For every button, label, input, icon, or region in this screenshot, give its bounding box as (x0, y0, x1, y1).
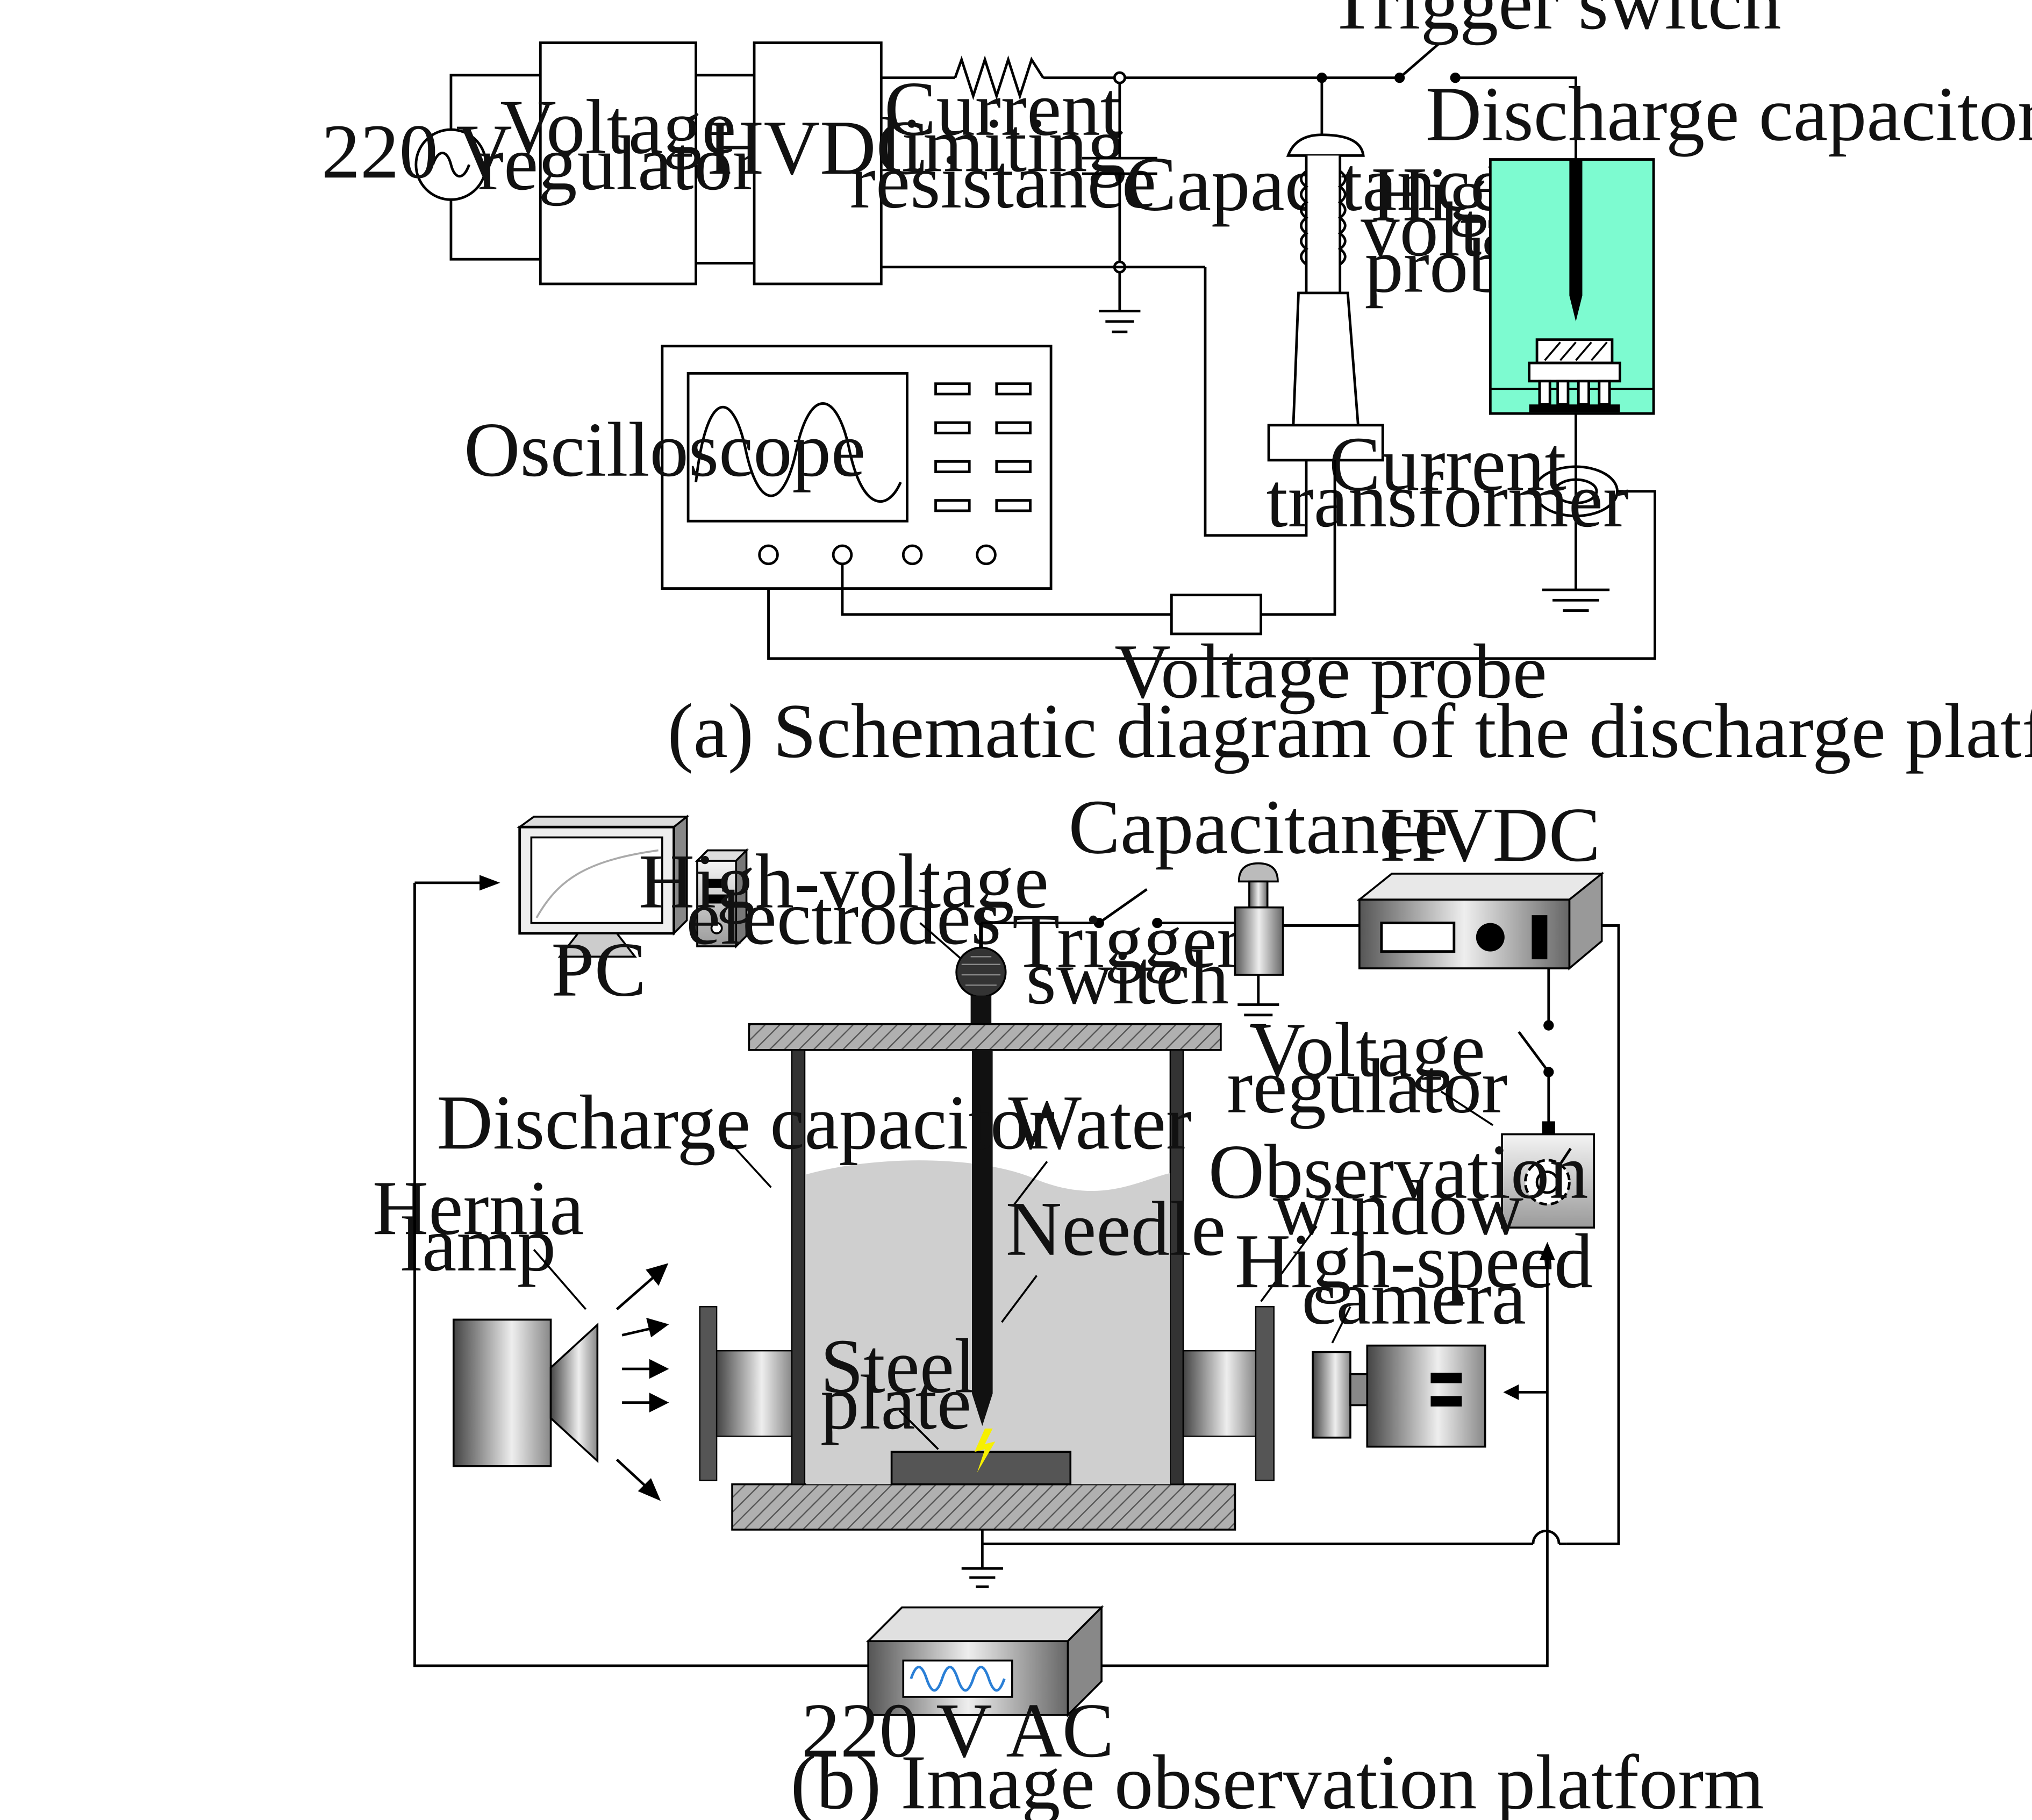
discharge-capacitor-label: Discharge capacitor (437, 1080, 1055, 1166)
capacitance-device-icon (1234, 862, 1284, 1027)
trigger-label-1: Trigger (1012, 898, 1243, 984)
hvdc-box (753, 41, 883, 286)
pc-label: PC (551, 927, 646, 1013)
steel-label-2: plate (820, 1360, 971, 1446)
oscilloscope-icon (661, 345, 1053, 590)
electrode-ball (955, 946, 1007, 998)
left-window (699, 1306, 793, 1481)
lamp-icon (452, 1318, 599, 1467)
lamp-label-1: Hernia (373, 1165, 584, 1251)
resistance-label-1: Current (884, 66, 1122, 152)
top-plate (748, 1023, 1222, 1051)
panel-b-caption: (b) Image observation platform (791, 1739, 1764, 1820)
source-label: 220 V (321, 109, 512, 195)
capacitance-label: Capacitance (1068, 784, 1448, 870)
trigger-switch-symbol (1394, 43, 1577, 160)
ac-supply-icon (865, 1605, 1104, 1718)
electrodes-label-1: High-voltage (639, 839, 1049, 925)
panel-a-caption: (a) Schematic diagram of the discharge p… (668, 688, 2032, 774)
needle-label: Needle (1006, 1186, 1226, 1272)
hvdc-label: HVDC (707, 105, 928, 191)
resistor-symbol (954, 55, 1044, 101)
panel-a: 220 V Voltage regulator HVDC Current lim… (321, 0, 2032, 774)
hvdc-label: HVDC (1380, 792, 1600, 878)
needle (972, 1050, 993, 1426)
trigger-switch-label: Trigger switch (1328, 0, 1781, 46)
regulator-label-2: regulator (1227, 1044, 1507, 1130)
oscilloscope-label: Oscilloscope (464, 407, 865, 493)
resistance-label-3: resistance (850, 139, 1156, 225)
camera-label-1: High-speed (1235, 1218, 1593, 1304)
ct-label-2: transformer (1266, 458, 1629, 544)
spark-icon (974, 1428, 996, 1473)
camera-icon (1312, 1344, 1486, 1448)
voltage-regulator-icon (1501, 1133, 1595, 1229)
pc-icon (517, 815, 749, 958)
light-arrows (616, 1263, 669, 1501)
camera-label-2: camera (1301, 1255, 1526, 1341)
ac-label: 220 V AC (802, 1688, 1114, 1774)
ground-icon (1542, 588, 1610, 612)
obs-label-2: window (1273, 1165, 1523, 1251)
discharge-capacitor-label: Discharge capacitor (1426, 71, 2032, 157)
observation-window (1182, 1306, 1275, 1481)
steel-plate (890, 1451, 1072, 1486)
lamp-label-2: lamp (400, 1202, 556, 1288)
steel-label-1: Steel (820, 1323, 976, 1409)
trigger-label-2: switch (1026, 934, 1229, 1020)
regulator-label-1: Voltage (500, 84, 736, 170)
voltage-probe-label: Voltage probe (1114, 629, 1547, 715)
regulator-label-1: Voltage (1249, 1007, 1485, 1093)
obs-label-1: Observation (1208, 1129, 1589, 1215)
bottom-plate (731, 1483, 1236, 1531)
voltage-probe-box (1170, 594, 1263, 636)
high-voltage-probe-icon (1267, 73, 1384, 462)
hvdc-device-icon (1356, 872, 1605, 970)
electrodes-label-2: electrodes (686, 875, 1001, 961)
panel-b: PC High-voltage electrodes Trigger switc… (373, 784, 1764, 1820)
ground-icon (1099, 272, 1141, 333)
voltage-regulator-box (539, 41, 697, 286)
discharge-capacitor-tank (1489, 158, 1655, 415)
trigger-switch-symbol (1093, 888, 1235, 929)
water-label: Water (1008, 1080, 1192, 1166)
regulator-label-2: regulator (478, 120, 759, 206)
ct-label-1: Current (1329, 421, 1566, 507)
